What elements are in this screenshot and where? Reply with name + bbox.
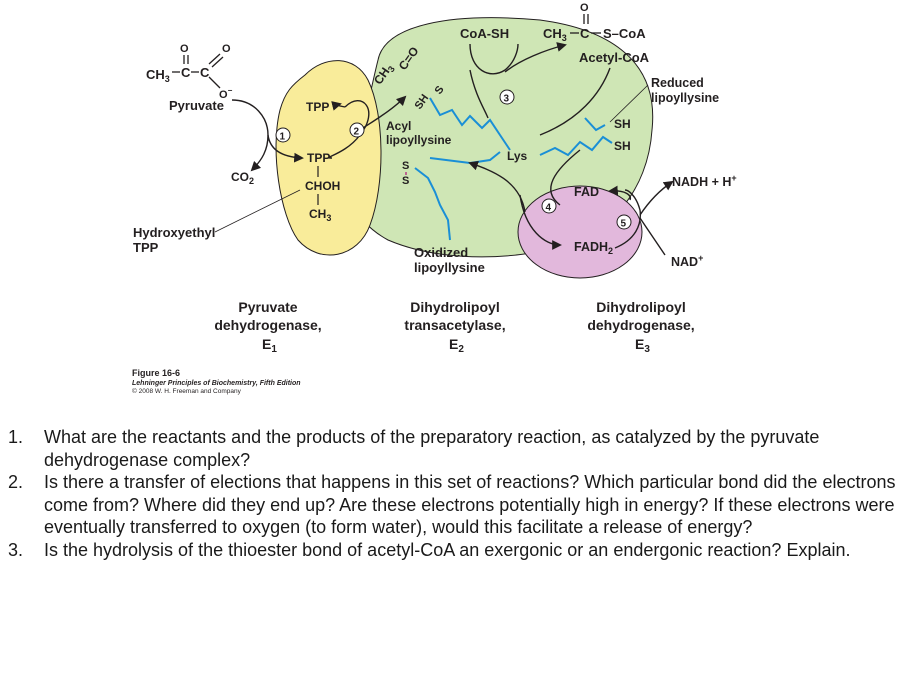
svg-text:C: C — [181, 65, 191, 80]
hydroxyethyl-tpp-line1: Hydroxyethyl — [133, 225, 215, 240]
svg-text:transacetylase,: transacetylase, — [404, 317, 505, 333]
step-3-marker: 3 — [504, 94, 510, 105]
ch3-label: CH3 — [309, 207, 331, 223]
svg-text:dehydrogenase,: dehydrogenase, — [587, 317, 694, 333]
lipoyl-arm-oxidized — [414, 167, 451, 241]
tpp-top-label: TPP — [306, 100, 329, 114]
caption-title: Figure 16-6 — [132, 368, 181, 378]
pdh-complex-diagram: CH3 C C O O O− Pyruvate TPP TPP CHOH CH3… — [133, 2, 737, 355]
svg-text:Dihydrolipoyl: Dihydrolipoyl — [410, 299, 499, 315]
e3-dihydrolipoyl-dehydrogenase-blob — [517, 185, 643, 279]
question-number: 3. — [8, 539, 24, 560]
svg-text:E2: E2 — [449, 336, 464, 355]
coash-label: CoA-SH — [460, 26, 509, 41]
question-item: 2. Is there a transfer of elections that… — [8, 471, 896, 539]
svg-text:Dihydrolipoyl: Dihydrolipoyl — [596, 299, 685, 315]
e3-name: Dihydrolipoyl dehydrogenase, E3 — [587, 299, 694, 355]
sh-label-2: SH — [614, 139, 631, 153]
step-2-marker: 2 — [354, 127, 360, 138]
nad-label: NAD+ — [671, 253, 703, 269]
question-item: 3. Is the hydrolysis of the thioester bo… — [8, 539, 896, 562]
figure-caption: Figure 16-6 Lehninger Principles of Bioc… — [132, 368, 301, 396]
svg-text:CH3: CH3 — [543, 26, 567, 43]
question-list: 1. What are the reactants and the produc… — [8, 426, 896, 562]
lipoyl-arm-reduced — [539, 135, 613, 157]
step-4-marker: 4 — [546, 203, 552, 214]
e1-name: Pyruvate dehydrogenase, E1 — [214, 299, 321, 355]
disulfide-s1: S — [402, 160, 409, 172]
e2-name: Dihydrolipoyl transacetylase, E2 — [404, 299, 505, 355]
svg-text:O: O — [580, 2, 589, 14]
svg-text:C: C — [580, 26, 590, 41]
oxidized-lipoyllysine-line2: lipoyllysine — [414, 260, 485, 275]
caption-book: Lehninger Principles of Biochemistry, Fi… — [132, 380, 301, 387]
chohh-label: CHOH — [305, 179, 340, 193]
reduced-lipoyllysine-line1: Reduced — [651, 76, 704, 90]
reduced-lipoyllysine-line2: lipoyllysine — [651, 91, 719, 105]
svg-text:E1: E1 — [262, 336, 277, 355]
co2-label: CO2 — [231, 170, 254, 186]
disulfide-s2: S — [402, 175, 409, 187]
sh-label-1: SH — [614, 117, 631, 131]
hydroxyethyl-tpp-line2: TPP — [133, 240, 159, 255]
svg-text:Pyruvate: Pyruvate — [238, 299, 297, 315]
svg-text:S–CoA: S–CoA — [603, 26, 646, 41]
acetyl-coa-structure: CH3 C O S–CoA — [543, 2, 646, 43]
question-item: 1. What are the reactants and the produc… — [8, 426, 896, 471]
fad-label: FAD — [574, 185, 599, 199]
tpp-mid-label: TPP — [307, 151, 330, 165]
svg-text:E3: E3 — [635, 336, 650, 355]
lys-label: Lys — [507, 149, 528, 163]
oxidized-lipoyllysine-line1: Oxidized — [414, 245, 468, 260]
svg-text:O: O — [180, 43, 189, 55]
nadh-label: NADH + H+ — [672, 173, 737, 189]
caption-copyright: © 2008 W. H. Freeman and Company — [132, 388, 241, 395]
pyruvate-label: Pyruvate — [169, 98, 224, 113]
question-number: 1. — [8, 427, 24, 447]
step-1-marker: 1 — [280, 132, 286, 143]
svg-text:C: C — [200, 65, 210, 80]
step-5-marker: 5 — [621, 219, 627, 230]
svg-text:dehydrogenase,: dehydrogenase, — [214, 317, 321, 333]
svg-text:O: O — [222, 43, 231, 55]
svg-text:CH3: CH3 — [146, 67, 170, 84]
fadh2-label: FADH2 — [574, 240, 613, 256]
question-text: What are the reactants and the products … — [44, 427, 820, 470]
acyl-lipoyllysine-line2: lipoyllysine — [386, 133, 452, 147]
question-number: 2. — [8, 472, 24, 493]
pyruvate-structure: CH3 C C O O O− — [146, 43, 233, 101]
acyl-lipoyllysine-line1: Acyl — [386, 119, 411, 133]
lipoyl-arm-acyl — [429, 97, 511, 151]
question-text: Is the hydrolysis of the thioester bond … — [44, 539, 851, 560]
question-text: Is there a transfer of elections that ha… — [44, 472, 896, 538]
acetylcoa-name: Acetyl-CoA — [579, 50, 650, 65]
